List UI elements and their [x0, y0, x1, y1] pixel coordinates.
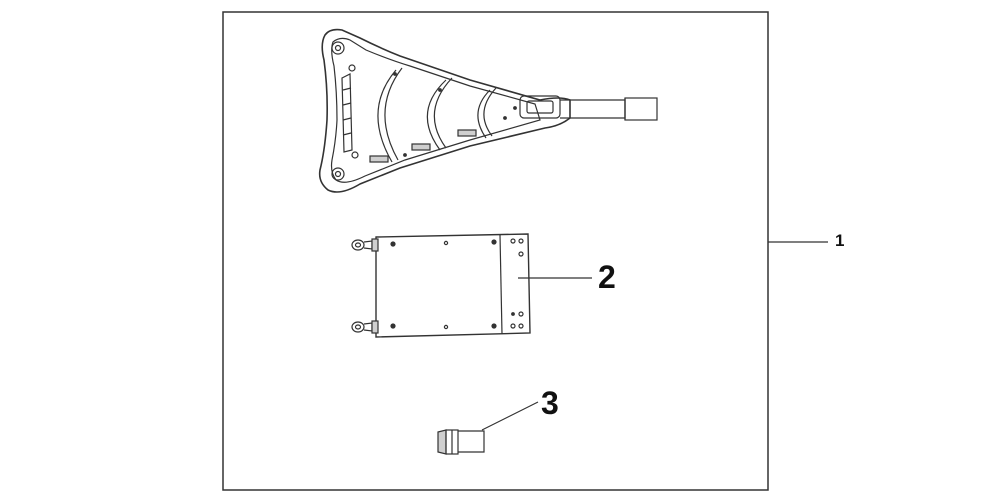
- mounting-plate-part: [351, 233, 531, 338]
- seat-base-part: [318, 28, 658, 193]
- assembly-frame: [222, 11, 769, 491]
- strap-buckle-part: [437, 429, 485, 455]
- callout-number-3: 3: [541, 385, 559, 421]
- leader-line-3: [481, 401, 539, 431]
- callout-number-2: 2: [598, 259, 616, 295]
- callout-number-1: 1: [835, 231, 845, 250]
